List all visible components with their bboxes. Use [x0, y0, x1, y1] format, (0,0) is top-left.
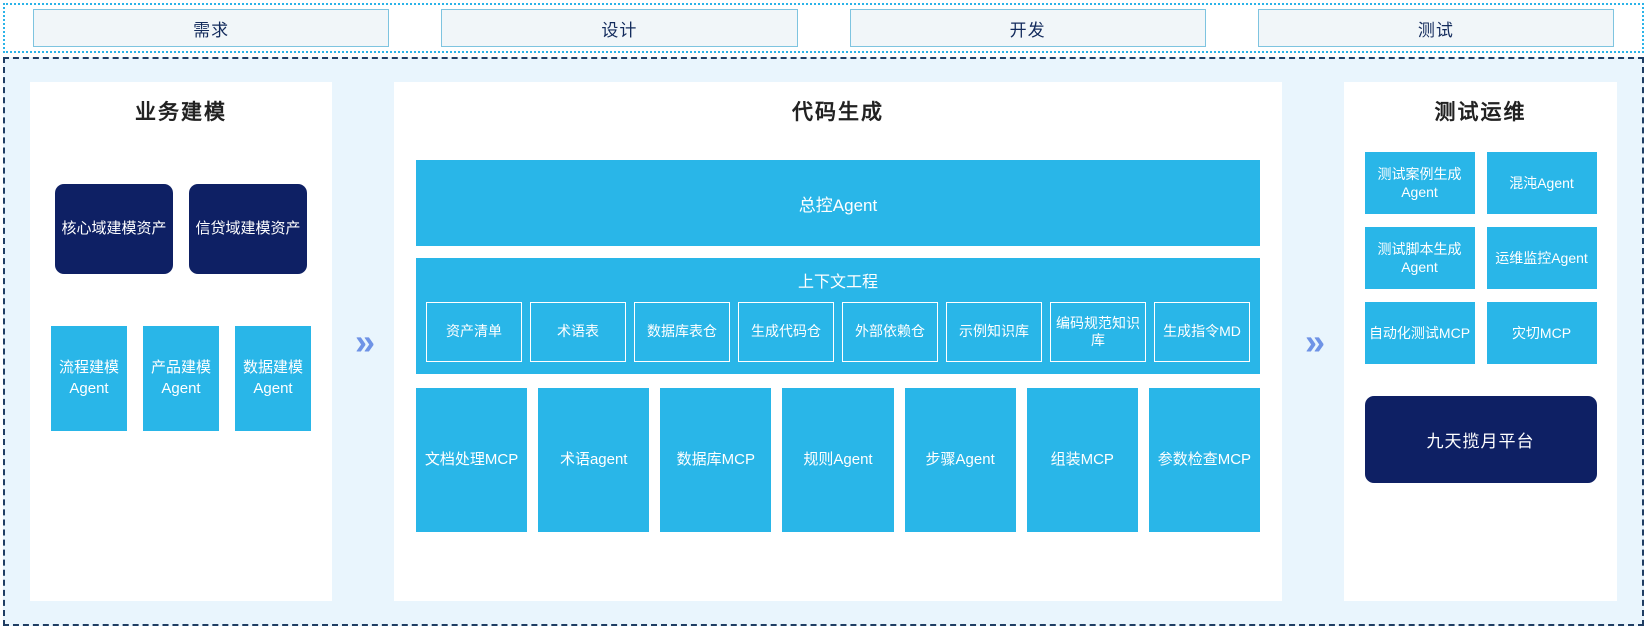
agent-card-data-modeling[interactable]: 数据建模Agent [235, 326, 311, 431]
tool-card-document-processing-mcp[interactable]: 文档处理MCP [416, 388, 528, 532]
agent-card-label: 流程建模Agent [58, 359, 119, 397]
test-ops-card-label: 混沌Agent [1509, 174, 1574, 191]
stage-label: 测试 [1417, 20, 1454, 40]
tool-card-label: 参数检查MCP [1157, 451, 1252, 469]
asset-card-core-domain[interactable]: 核心域建模资产 [55, 184, 173, 274]
context-item-label: 编码规范知识库 [1056, 314, 1140, 349]
asset-card-label: 信贷域建模资产 [195, 219, 301, 237]
tool-card-rule-agent[interactable]: 规则Agent [782, 388, 894, 532]
controller-agent-label: 总控Agent [798, 195, 878, 215]
stage-label: 开发 [1009, 20, 1046, 40]
context-item-label: 术语表 [557, 323, 599, 340]
context-item-db-table-repo[interactable]: 数据库表仓 [634, 302, 730, 362]
tool-card-label: 文档处理MCP [424, 451, 519, 469]
tool-card-assembly-mcp[interactable]: 组装MCP [1026, 388, 1138, 532]
stage-development[interactable]: 开发 [849, 9, 1206, 47]
context-item-row: 资产清单 术语表 数据库表仓 生成代码仓 外部依赖仓 示例知识库 编码规范知识库… [416, 302, 1260, 362]
context-item-generated-code-repo[interactable]: 生成代码仓 [738, 302, 834, 362]
context-item-label: 外部依赖仓 [855, 323, 925, 340]
test-ops-card-label: 运维监控Agent [1495, 249, 1588, 266]
test-ops-card-disaster-switch-mcp[interactable]: 灾切MCP [1486, 302, 1597, 364]
stage-label: 设计 [601, 20, 638, 40]
main-container: 业务建模 核心域建模资产 信贷域建模资产 流程建模Agent 产品建模Agent… [3, 57, 1644, 626]
stage-requirements[interactable]: 需求 [33, 9, 390, 47]
context-item-generation-instruction-md[interactable]: 生成指令MD [1154, 302, 1250, 362]
asset-card-label: 核心域建模资产 [61, 219, 167, 237]
stage-strip: 需求 设计 开发 测试 [3, 3, 1644, 53]
tool-card-row: 文档处理MCP 术语agent 数据库MCP 规则Agent 步骤Agent 组… [416, 388, 1260, 532]
test-ops-card-label: 测试案例生成Agent [1377, 165, 1462, 200]
context-item-label: 数据库表仓 [647, 323, 717, 340]
context-item-coding-standard-knowledge-base[interactable]: 编码规范知识库 [1050, 302, 1146, 362]
agent-card-process-modeling[interactable]: 流程建模Agent [51, 326, 127, 431]
context-item-asset-inventory[interactable]: 资产清单 [426, 302, 522, 362]
double-chevron-right-icon: » [1304, 320, 1325, 362]
test-ops-card-grid: 测试案例生成Agent 混沌Agent 测试脚本生成Agent 运维监控Agen… [1344, 152, 1617, 364]
context-item-external-dependency-repo[interactable]: 外部依赖仓 [842, 302, 938, 362]
controller-agent-bar[interactable]: 总控Agent [416, 160, 1260, 246]
tool-card-database-mcp[interactable]: 数据库MCP [660, 388, 772, 532]
agent-card-product-modeling[interactable]: 产品建模Agent [143, 326, 219, 431]
test-ops-card-test-case-generation-agent[interactable]: 测试案例生成Agent [1364, 152, 1475, 214]
business-asset-row: 核心域建模资产 信贷域建模资产 [30, 184, 332, 274]
test-ops-card-test-script-generation-agent[interactable]: 测试脚本生成Agent [1364, 227, 1475, 289]
context-item-glossary[interactable]: 术语表 [530, 302, 626, 362]
double-chevron-right-icon: » [354, 320, 375, 362]
test-ops-card-label: 灾切MCP [1511, 324, 1572, 341]
stage-label: 需求 [193, 20, 230, 40]
context-item-label: 示例知识库 [959, 323, 1029, 340]
panel-title-business-modeling: 业务建模 [135, 101, 227, 124]
test-ops-card-chaos-agent[interactable]: 混沌Agent [1486, 152, 1597, 214]
context-engineering-block: 上下文工程 资产清单 术语表 数据库表仓 生成代码仓 外部依赖仓 示例知识库 编… [416, 258, 1260, 374]
tool-card-label: 组装MCP [1050, 451, 1114, 469]
context-item-label: 生成指令MD [1163, 323, 1241, 340]
tool-card-label: 数据库MCP [676, 451, 756, 469]
context-item-label: 生成代码仓 [751, 323, 821, 340]
stage-design[interactable]: 设计 [441, 9, 798, 47]
tool-card-parameter-check-mcp[interactable]: 参数检查MCP [1148, 388, 1260, 532]
tool-card-glossary-agent[interactable]: 术语agent [538, 388, 650, 532]
tool-card-label: 步骤Agent [925, 451, 995, 469]
asset-card-credit-domain[interactable]: 信贷域建模资产 [189, 184, 307, 274]
tool-card-step-agent[interactable]: 步骤Agent [904, 388, 1016, 532]
context-item-label: 资产清单 [446, 323, 502, 340]
panel-title-test-operations: 测试运维 [1434, 101, 1527, 124]
platform-card-jiutian-lanyue[interactable]: 九天揽月平台 [1364, 396, 1597, 483]
platform-card-label: 九天揽月平台 [1426, 432, 1535, 451]
agent-card-label: 产品建模Agent [150, 359, 211, 397]
business-agent-row: 流程建模Agent 产品建模Agent 数据建模Agent [30, 326, 332, 431]
test-ops-card-ops-monitoring-agent[interactable]: 运维监控Agent [1486, 227, 1597, 289]
tool-card-label: 规则Agent [803, 451, 873, 469]
test-ops-card-label: 测试脚本生成Agent [1377, 240, 1462, 275]
panel-title-code-generation: 代码生成 [792, 101, 884, 124]
panel-business-modeling: 业务建模 核心域建模资产 信贷域建模资产 流程建模Agent 产品建模Agent… [30, 82, 332, 601]
test-ops-card-automated-testing-mcp[interactable]: 自动化测试MCP [1364, 302, 1475, 364]
panel-code-generation: 代码生成 总控Agent 上下文工程 资产清单 术语表 数据库表仓 生成代码仓 … [394, 82, 1282, 601]
stage-testing[interactable]: 测试 [1257, 9, 1614, 47]
agent-card-label: 数据建模Agent [242, 359, 303, 397]
test-ops-card-label: 自动化测试MCP [1368, 324, 1471, 341]
context-engineering-title: 上下文工程 [797, 274, 878, 291]
panel-test-operations: 测试运维 测试案例生成Agent 混沌Agent 测试脚本生成Agent 运维监… [1344, 82, 1617, 601]
context-item-example-knowledge-base[interactable]: 示例知识库 [946, 302, 1042, 362]
tool-card-label: 术语agent [559, 451, 628, 469]
